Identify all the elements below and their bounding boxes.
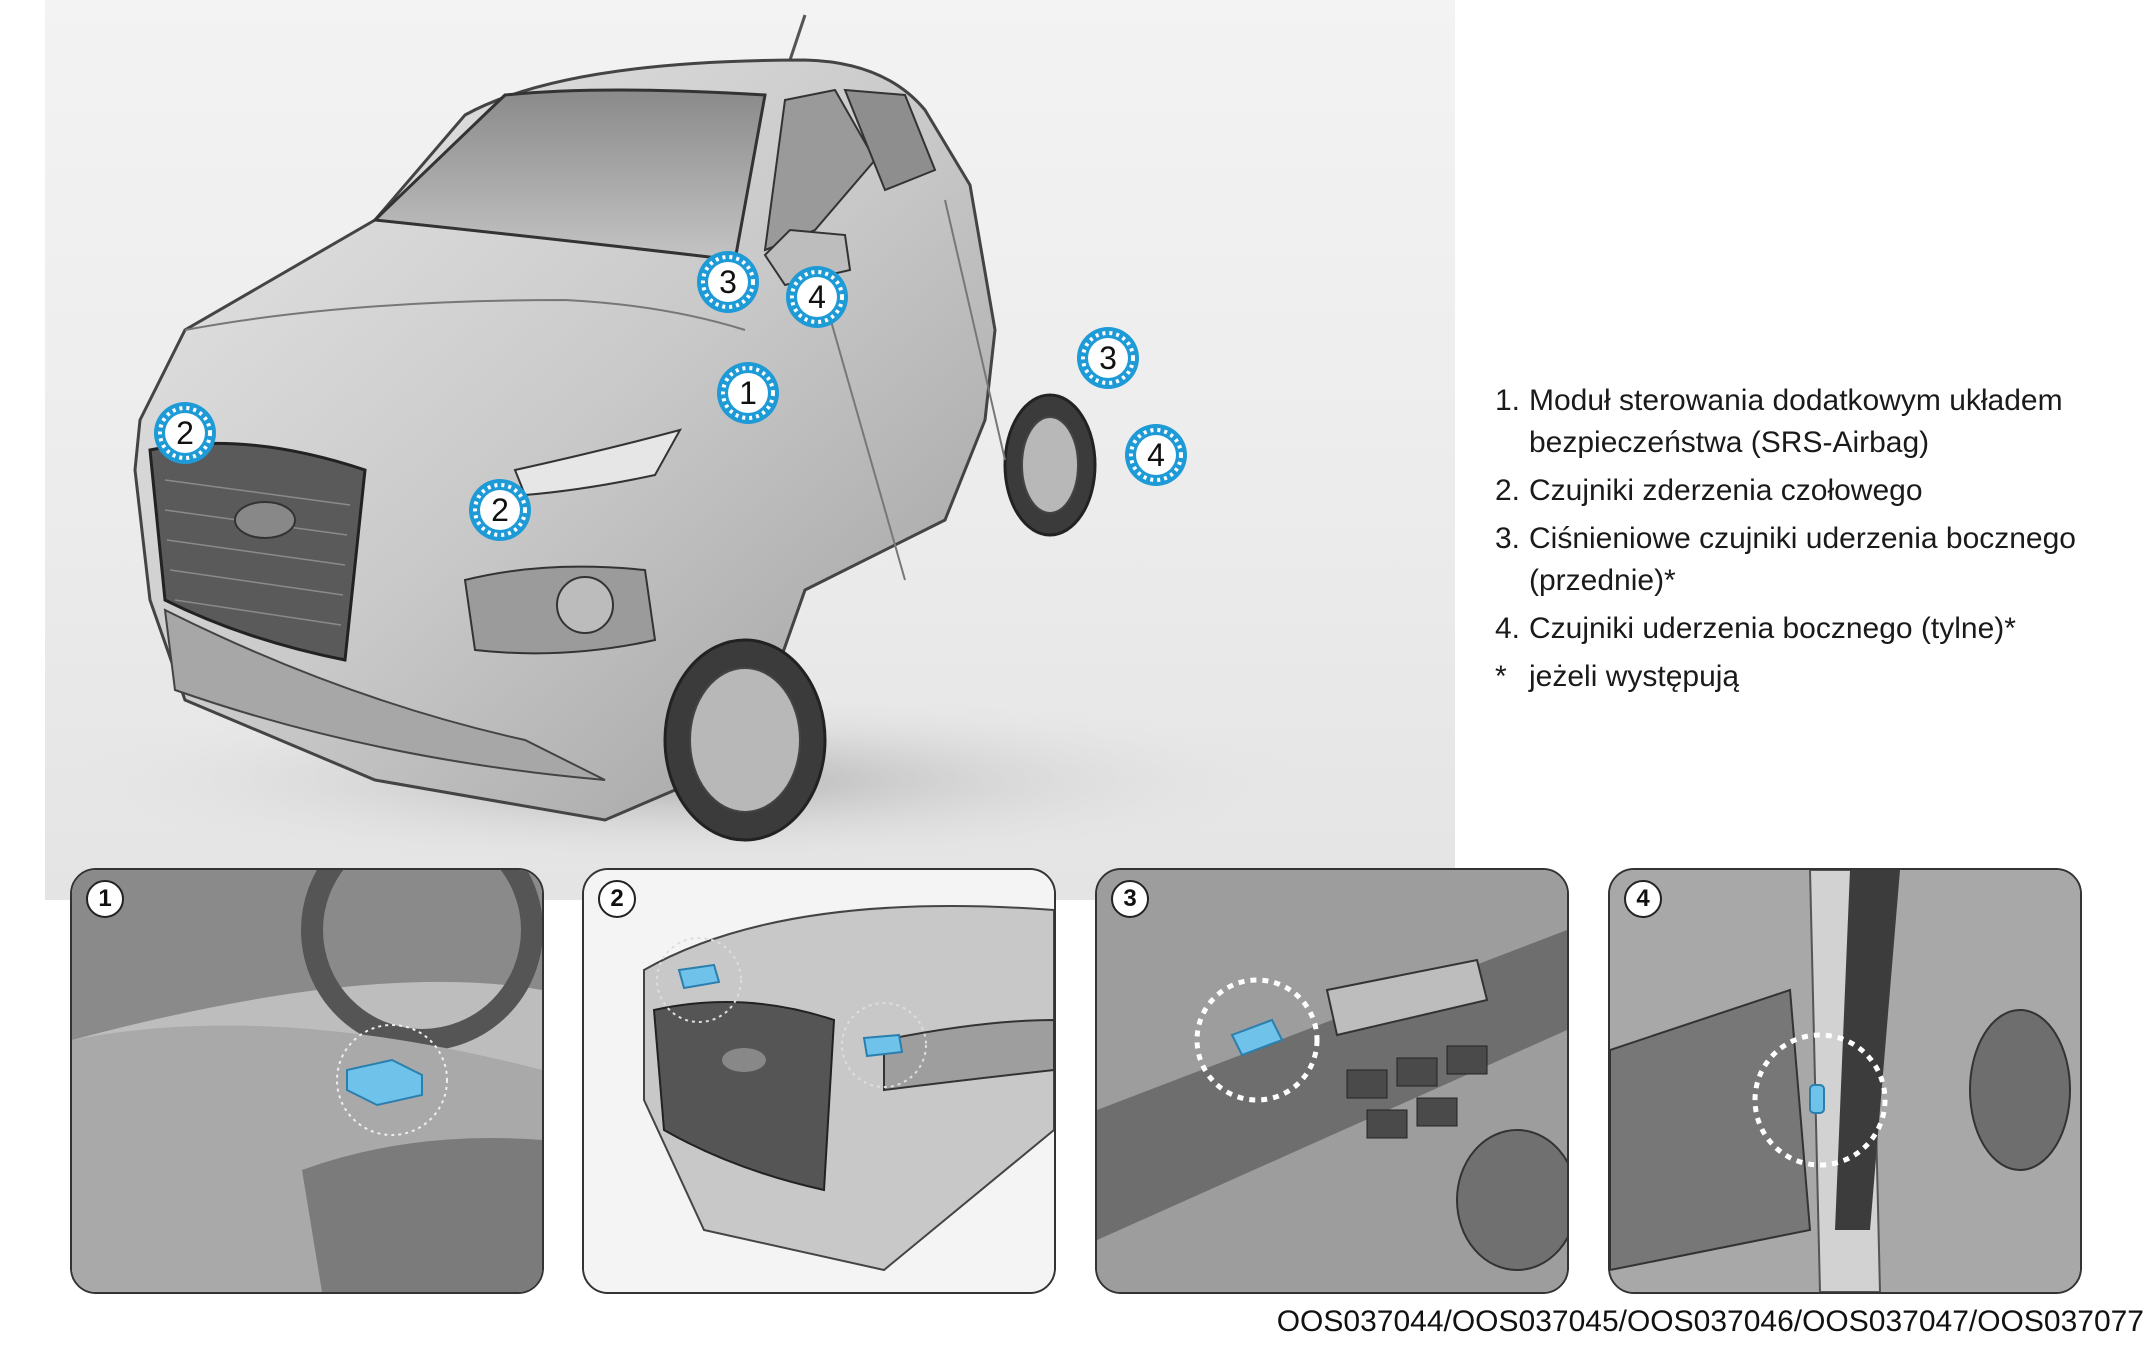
front-bumper-drawing <box>584 870 1054 1292</box>
b-pillar-drawing <box>1610 870 2080 1292</box>
side-sensor-highlight <box>1809 1084 1825 1114</box>
legend-item-2: 2. Czujniki zderzenia czołowego <box>1495 474 1923 507</box>
location-markers: 1 2 2 3 4 3 4 <box>154 251 1187 541</box>
marker-2: 2 <box>469 479 531 541</box>
marker-number: 4 <box>1147 437 1165 473</box>
pressure-sensor-highlight <box>1230 1018 1284 1057</box>
marker-number: 2 <box>491 492 509 528</box>
front-sensor-right-highlight <box>862 1033 904 1058</box>
marker-3: 3 <box>697 251 759 313</box>
marker-number: 3 <box>1099 340 1117 376</box>
panel-label: 3 <box>1111 880 1149 918</box>
image-reference-codes: OOS037044/OOS037045/OOS037046/OOS037047/… <box>1276 1305 2144 1338</box>
door-panel-drawing <box>1097 870 1567 1292</box>
marker-number: 2 <box>176 415 194 451</box>
detail-panel-2: 2 <box>582 868 1056 1294</box>
legend-footnote: * jeżeli występują <box>1495 660 1740 693</box>
marker-number: 4 <box>808 279 826 315</box>
legend-item-4: 4. Czujniki uderzenia bocznego (tylne)* <box>1495 612 2016 645</box>
marker-number: 3 <box>719 264 737 300</box>
panel-label: 2 <box>598 880 636 918</box>
marker-4: 4 <box>786 266 848 328</box>
marker-number: 1 <box>739 375 757 411</box>
detail-panel-3: 3 <box>1095 868 1569 1294</box>
legend-item-1: 1. Moduł sterowania dodatkowym układem b… <box>1495 384 2063 459</box>
marker-1: 1 <box>717 362 779 424</box>
srs-module-highlight <box>346 1058 423 1107</box>
marker-2: 2 <box>154 402 216 464</box>
marker-3: 3 <box>1077 327 1139 389</box>
panel-label: 4 <box>1624 880 1662 918</box>
legend-item-3: 3. Ciśnieniowe czujniki uderzenia boczne… <box>1495 522 2076 597</box>
legend: 1. Moduł sterowania dodatkowym układem b… <box>1495 380 2135 704</box>
main-car-illustration <box>45 0 1455 900</box>
detail-panel-1: 1 <box>70 868 544 1294</box>
front-sensor-left-highlight <box>677 963 721 990</box>
marker-4: 4 <box>1125 424 1187 486</box>
detail-panel-4: 4 <box>1608 868 2082 1294</box>
car-drawing <box>45 14 1325 870</box>
interior-console-drawing <box>72 870 542 1292</box>
panel-label: 1 <box>86 880 124 918</box>
